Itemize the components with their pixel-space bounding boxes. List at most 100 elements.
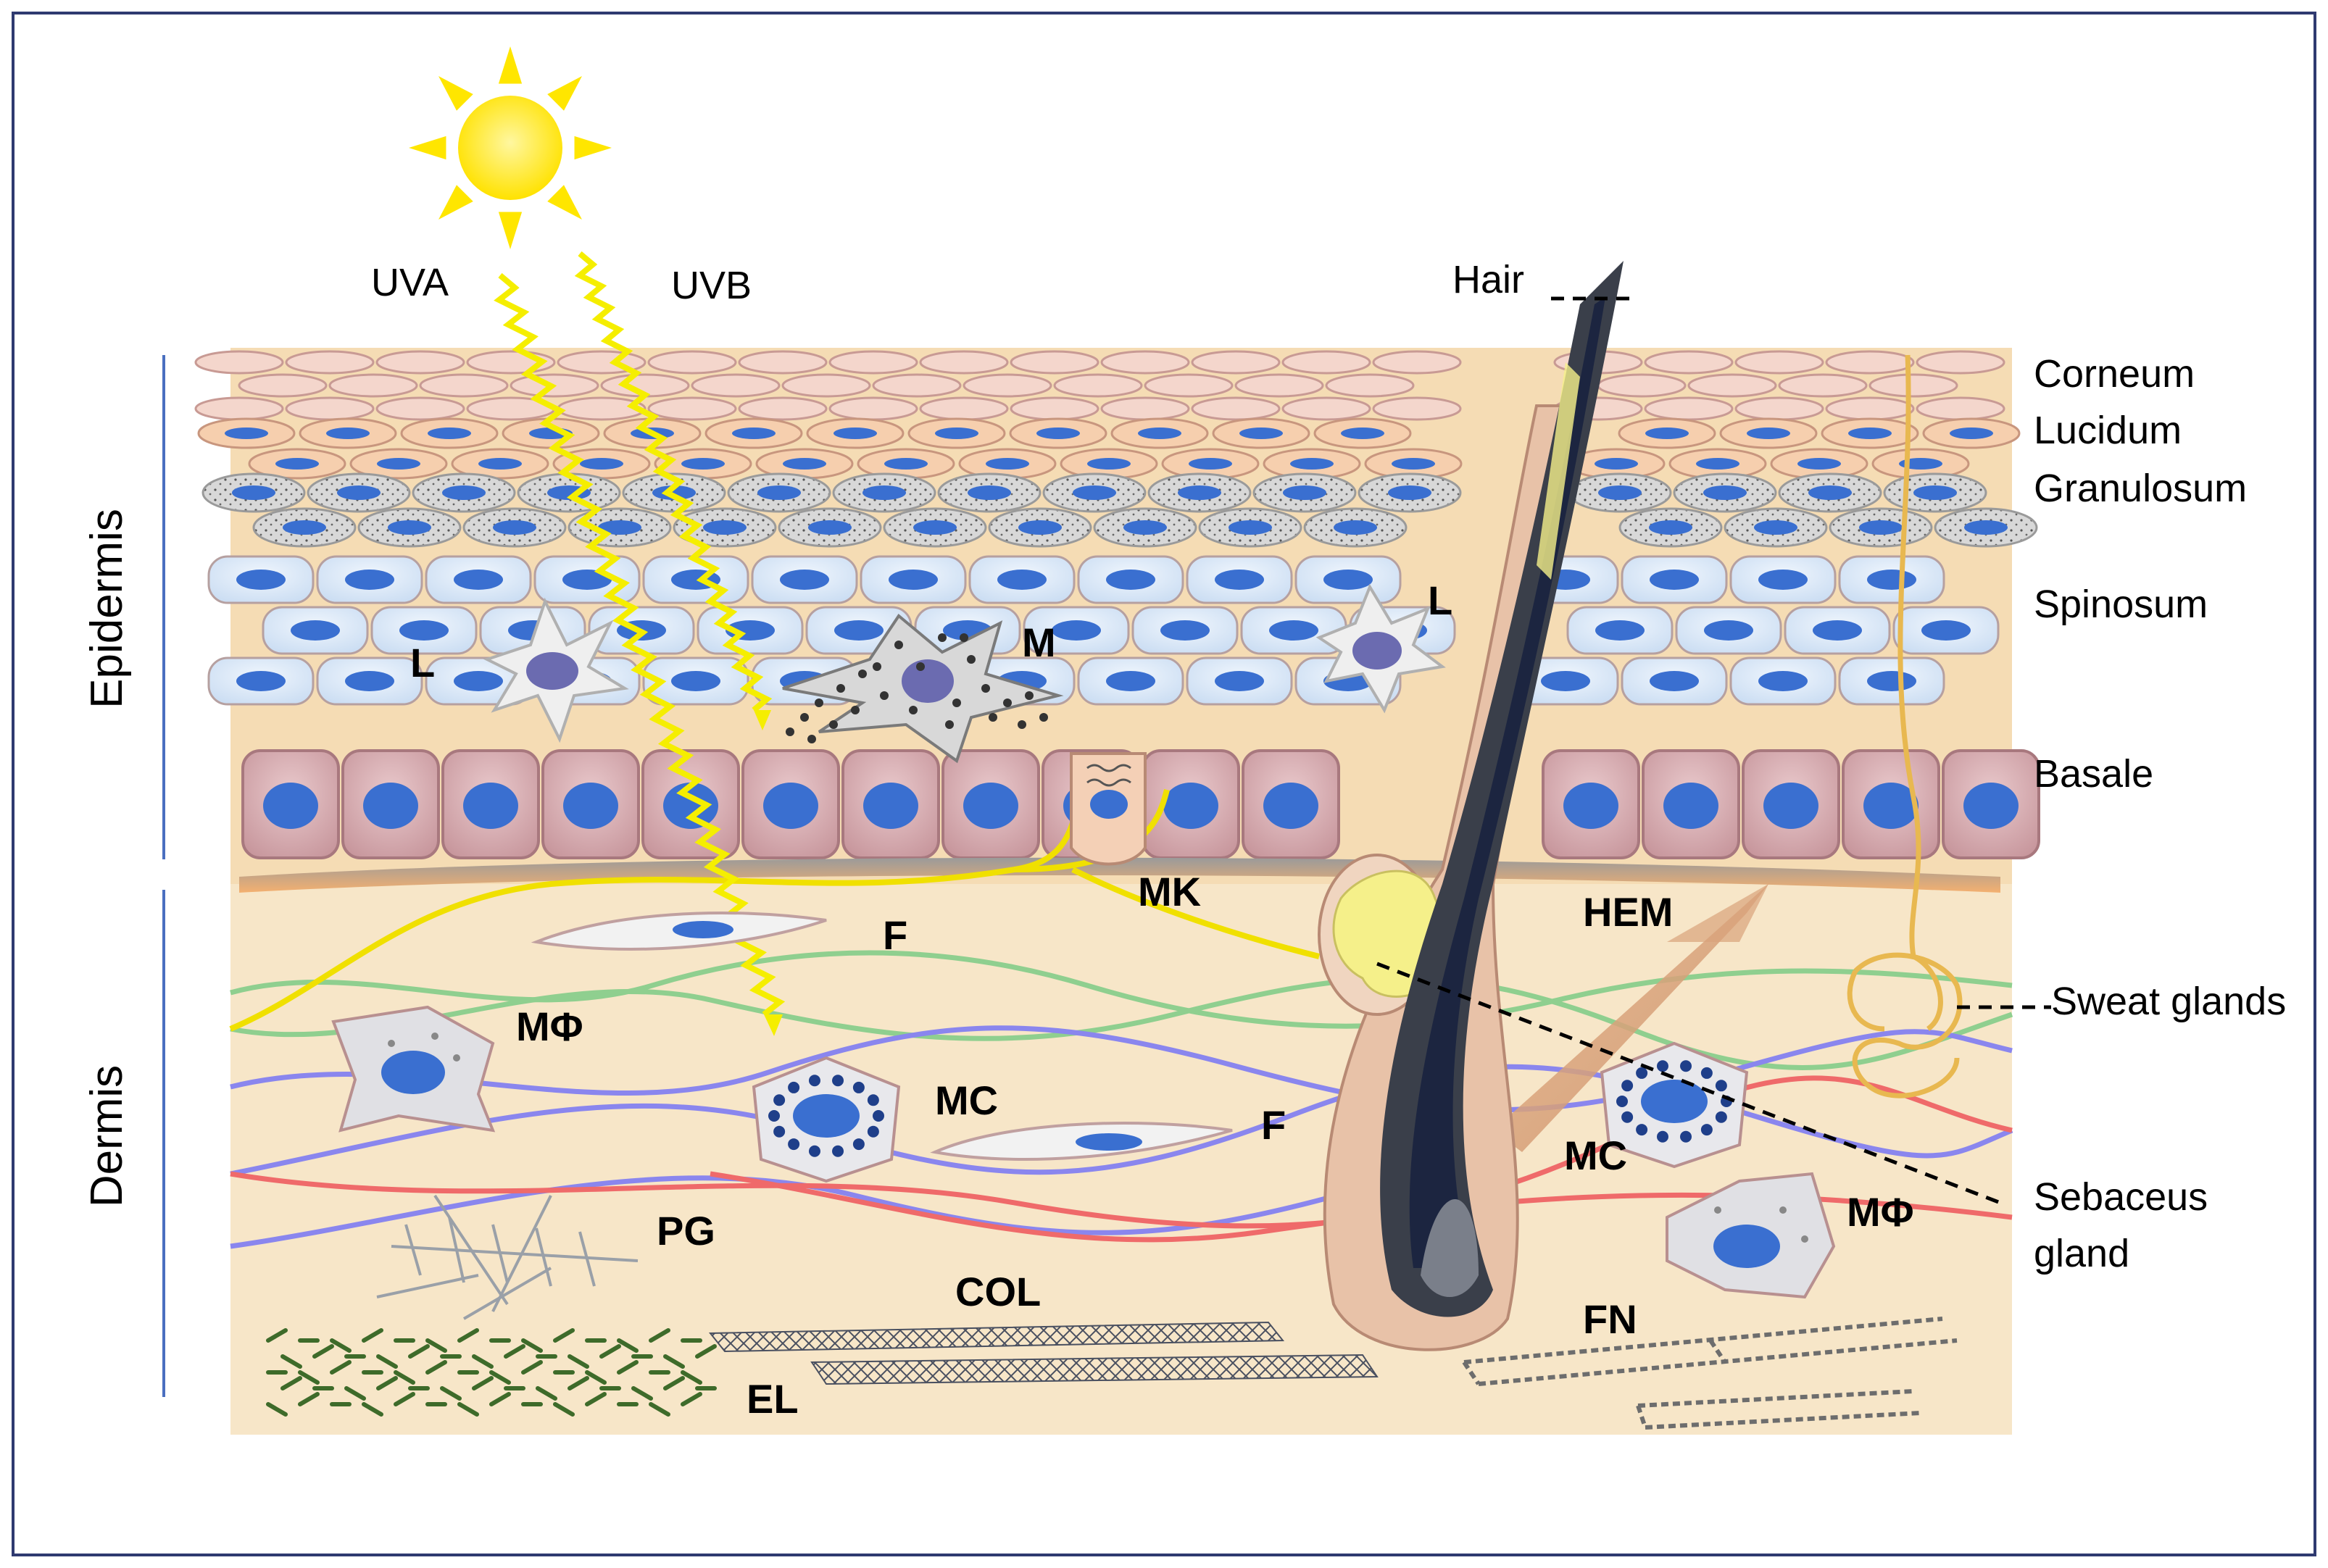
collagen-bundles [708, 1321, 1379, 1385]
spinous-cell [207, 656, 315, 706]
corneocyte [1010, 396, 1099, 421]
lucidum-cell [1618, 417, 1716, 449]
corneocyte [1100, 396, 1190, 421]
basement-membrane [239, 857, 2000, 893]
corneocyte [1053, 373, 1143, 398]
granular-cell [727, 472, 831, 513]
hair-shaft [1380, 261, 1624, 1317]
elastin-fiber [362, 1402, 383, 1417]
sweat-glands-label: Sweat glands [2051, 980, 2286, 1023]
spinous-cell [1512, 656, 1619, 706]
basal-cell [1742, 749, 1840, 859]
mast-cell-granule [808, 1145, 820, 1157]
corneocyte [1281, 396, 1371, 421]
granulosum-layer [201, 472, 2038, 548]
spinous-cell [1838, 555, 1945, 604]
sun-ray [547, 185, 582, 220]
mast-cell-granule [788, 1081, 800, 1093]
elastin-fiber [425, 1360, 447, 1375]
elastin-fibers [266, 1328, 717, 1417]
merkel-cell [1070, 752, 1147, 866]
lucidum-cell [349, 448, 448, 480]
granular-cell [568, 507, 672, 548]
layer-label-corneum: Corneum [2034, 352, 2195, 396]
melanin-granule [807, 735, 816, 743]
lucidum-cell [1060, 448, 1158, 480]
spinous-cell [1729, 555, 1837, 604]
granular-cell [357, 507, 462, 548]
sun-ray [498, 212, 523, 249]
corneocyte [647, 396, 737, 421]
proteoglycan-cluster [376, 1194, 639, 1320]
mast-cell-granule [1700, 1124, 1713, 1136]
granular-cell [1724, 507, 1828, 548]
lucidum-cell [1922, 417, 2021, 449]
elastin-fiber [362, 1328, 383, 1343]
basal-cell [1242, 749, 1340, 859]
granular-cell [778, 507, 882, 548]
elastin-fiber [457, 1402, 479, 1417]
mast-cell-granule [768, 1110, 780, 1122]
mast-cell-granule [1700, 1067, 1713, 1079]
corneocyte [285, 396, 375, 421]
spinous-cell [1077, 555, 1184, 604]
spinous-cell [1892, 606, 2000, 655]
langerhans-label-left: L [410, 640, 435, 685]
corneocyte [1010, 350, 1099, 375]
granular-cell [622, 472, 726, 513]
elastin-fiber [617, 1338, 639, 1353]
granular-cell [673, 507, 777, 548]
sun-ray [438, 185, 473, 220]
spinous-cell [1784, 606, 1891, 655]
basal-cell [941, 749, 1040, 859]
melanin-granule [786, 727, 794, 736]
melanin-granule [945, 720, 954, 729]
melanocyte-label: M [1022, 620, 1056, 665]
elastin-fiber [681, 1370, 702, 1385]
corneocyte [1825, 350, 1915, 375]
sun-ray [547, 76, 582, 111]
melanin-granule [916, 662, 925, 671]
mast-cell-granule [832, 1075, 844, 1087]
elastin-fiber [649, 1328, 670, 1343]
lucidum-cell [755, 448, 854, 480]
spinous-cell [751, 555, 858, 604]
spinous-cell [1675, 606, 1782, 655]
spinous-cell [1131, 606, 1239, 655]
lucidum-cell [1567, 448, 1666, 480]
corneocyte [781, 373, 871, 398]
sun-icon [409, 46, 612, 249]
basal-cell [441, 749, 540, 859]
fibroblast-label-top: F [883, 912, 907, 958]
granular-cell [1252, 472, 1357, 513]
sun-ray [574, 135, 612, 160]
melanin-granule [894, 641, 903, 649]
lucidum-cell [654, 448, 752, 480]
elastin-fiber [489, 1392, 511, 1406]
spinous-cell [1566, 606, 1674, 655]
mast-cell-granule [773, 1125, 786, 1138]
corneocyte [1281, 350, 1371, 375]
corneocyte [1734, 350, 1824, 375]
corneocyte [1778, 373, 1868, 398]
lucidum-cell [1009, 417, 1107, 449]
corneocyte [1825, 396, 1915, 421]
elastin-fiber [695, 1344, 717, 1359]
layer-label-granulosum: Granulosum [2034, 467, 2247, 510]
corneocyte [1644, 396, 1734, 421]
lucidum-cell [197, 417, 296, 449]
lucidum-cell [1719, 417, 1818, 449]
basal-cell [841, 749, 940, 859]
melanin-granule [909, 706, 918, 714]
spinous-cell [1294, 555, 1402, 604]
mast-cell-granule [1636, 1067, 1648, 1079]
granular-cell [1778, 472, 1882, 513]
corneocyte [1372, 350, 1462, 375]
granular-cell [1673, 472, 1777, 513]
melanin-granule [960, 633, 968, 642]
granular-cell [412, 472, 516, 513]
spinous-cell [316, 656, 423, 706]
mast-cell-granule [867, 1125, 879, 1138]
corneocyte [1100, 350, 1190, 375]
